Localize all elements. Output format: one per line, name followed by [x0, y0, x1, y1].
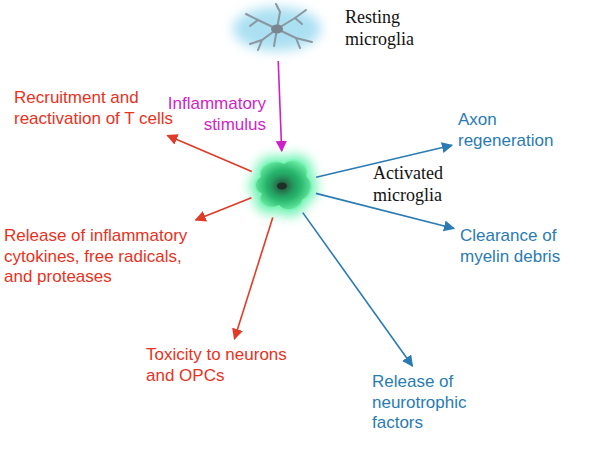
text-holder: Release of inflammatory cytokines, free …	[4, 226, 202, 288]
activated-microglia-figure	[249, 155, 317, 216]
cell-label: Activated microglia	[373, 163, 455, 207]
outcome-node: Release of neurotrophic factors	[372, 372, 506, 434]
arrow-connector	[234, 217, 272, 339]
text-holder: Release of neurotrophic factors	[372, 372, 506, 434]
figure-area	[232, 0, 322, 58]
text-holder: Clearance of myelin debris	[460, 226, 592, 267]
outcome-node: Clearance of myelin debris	[460, 226, 592, 267]
resting-microglia-figure	[233, 4, 321, 51]
outcome-label: Clearance of myelin debris	[460, 226, 592, 267]
cell-label: Resting microglia	[345, 7, 425, 51]
outcome-label: Release of inflammatory cytokines, free …	[4, 226, 202, 288]
cell-figure-node: Resting microglia	[232, 0, 425, 58]
outcome-label: Toxicity to neurons and OPCs	[146, 345, 306, 386]
outcome-label: Release of neurotrophic factors	[372, 372, 506, 434]
text-holder: Activated microglia	[373, 163, 455, 207]
cell-figure-node: Activated microglia	[248, 150, 455, 220]
arrow-connector	[167, 135, 251, 171]
edge-label: Inflammatory stimulus	[166, 94, 266, 135]
arrow-connector	[303, 213, 413, 366]
text-holder: Axon regeneration	[458, 110, 570, 151]
arrow-connector	[196, 198, 252, 220]
outcome-node: Release of inflammatory cytokines, free …	[4, 226, 202, 288]
outcome-label: Axon regeneration	[458, 110, 570, 151]
outcome-node: Toxicity to neurons and OPCs	[146, 345, 306, 386]
arrow-connector	[278, 61, 281, 151]
text-holder: Toxicity to neurons and OPCs	[146, 345, 306, 386]
figure-area	[248, 150, 318, 220]
outcome-node: Axon regeneration	[458, 110, 570, 151]
text-holder: Resting microglia	[345, 7, 425, 51]
